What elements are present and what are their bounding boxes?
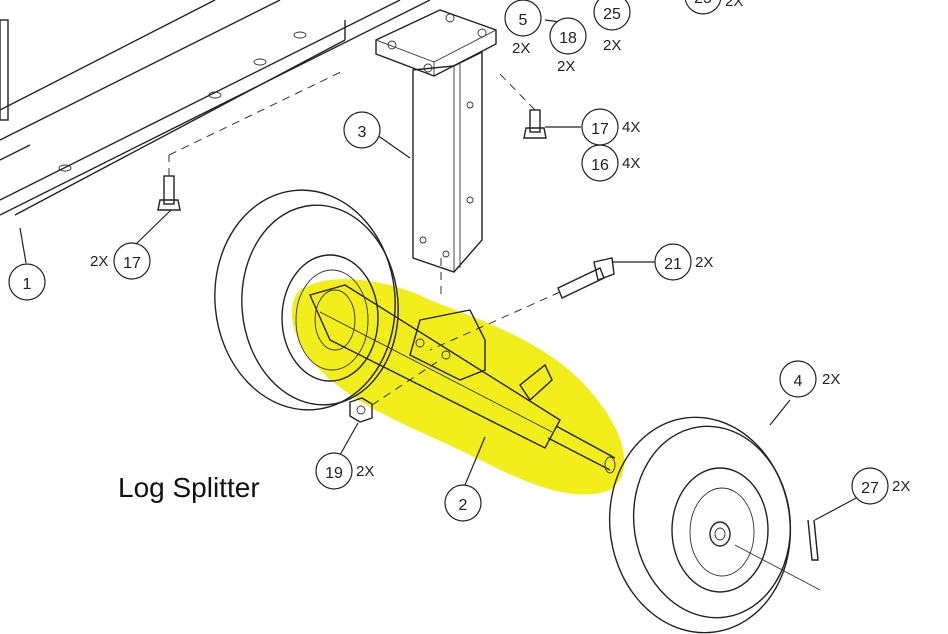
callout-21-qty: 2X: [695, 254, 713, 271]
callout-5-label: 5: [519, 12, 528, 29]
callout-18-label: 18: [559, 30, 577, 47]
callout-25-right-label: 25: [694, 0, 712, 7]
diagram-caption: Log Splitter: [118, 472, 260, 503]
axle-highlight: [291, 279, 625, 495]
bolt-21: [429, 257, 615, 351]
callout-25-right-qty: 2X: [725, 0, 743, 10]
callout-25-center-qty: 2X: [603, 37, 621, 54]
leaders: [19, 19, 859, 521]
callout-4-qty: 2X: [822, 371, 840, 388]
axle: [309, 284, 616, 474]
callout-19-qty: 2X: [356, 463, 374, 480]
callout-16: 16 4X: [581, 144, 640, 182]
callout-17-right-qty: 4X: [622, 119, 640, 136]
nut-19: [349, 359, 441, 423]
splitter-frame: [0, 0, 431, 216]
callout-27: 27 2X: [851, 467, 910, 505]
callout-4-label: 4: [794, 373, 803, 390]
callout-4: 4 2X: [779, 360, 840, 398]
callout-18: 18 2X: [549, 17, 587, 75]
callout-5: 5 2X: [504, 0, 542, 57]
callout-25-center: 25 2X: [593, 0, 631, 54]
callout-19: 19 2X: [315, 452, 374, 490]
callout-1-label: 1: [23, 276, 32, 293]
right-wheel: [608, 416, 821, 634]
callout-16-label: 16: [591, 157, 609, 174]
callout-17-right-label: 17: [591, 121, 609, 138]
callout-25-center-label: 25: [603, 6, 621, 23]
mount-post: [375, 9, 497, 295]
callout-18-qty: 2X: [557, 58, 575, 75]
callout-27-qty: 2X: [892, 478, 910, 495]
callout-1: 1: [8, 263, 46, 301]
callout-19-label: 19: [325, 465, 343, 482]
callout-16-qty: 4X: [622, 155, 640, 172]
callout-5-qty: 2X: [512, 40, 530, 57]
callout-2-label: 2: [459, 497, 468, 514]
callout-17-left-label: 17: [123, 255, 141, 272]
bolt-17-left: [157, 69, 346, 211]
left-wheel: [214, 189, 399, 411]
callout-21-label: 21: [664, 256, 682, 273]
callout-17-right: 17 4X: [581, 108, 640, 146]
callout-27-label: 27: [861, 480, 879, 497]
callout-3: 3: [343, 111, 381, 149]
bolt-17-right: [495, 69, 547, 139]
callout-17-left: 17 2X: [90, 242, 151, 280]
cotter-pin-27: [807, 519, 819, 561]
callout-21: 21 2X: [654, 243, 713, 281]
callout-17-left-qty: 2X: [90, 253, 108, 270]
callout-3-label: 3: [358, 124, 367, 141]
callout-25-right: 25 2X: [684, 0, 743, 15]
callout-2: 2: [444, 484, 482, 522]
